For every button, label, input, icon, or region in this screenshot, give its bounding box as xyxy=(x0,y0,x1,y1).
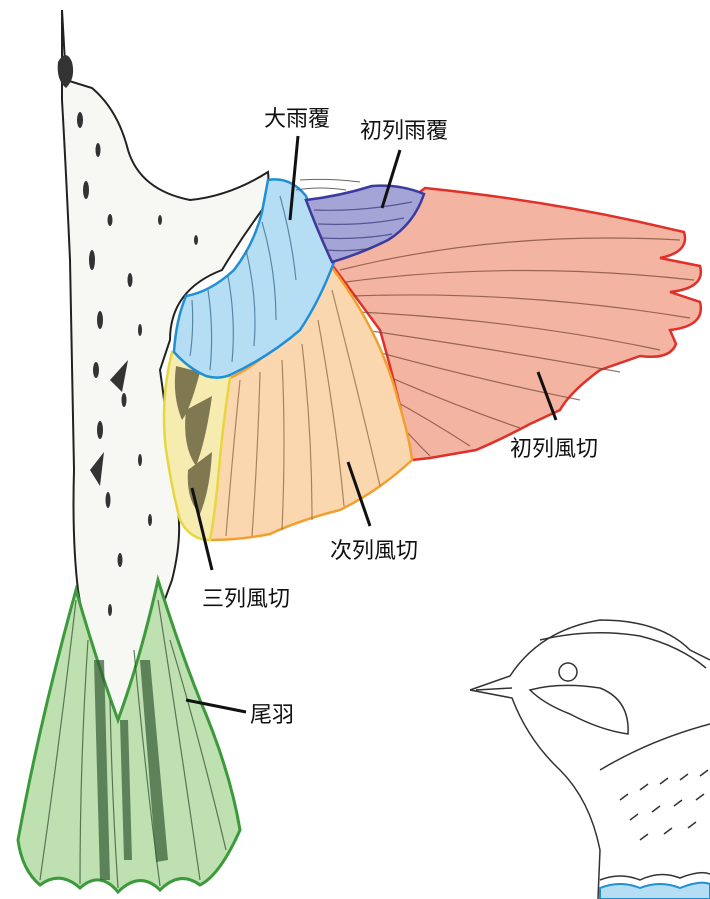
label-greater-coverts: 大雨覆 xyxy=(264,107,330,132)
sketch-blue-covert-edge xyxy=(600,883,710,899)
label-tail: 尾羽 xyxy=(250,703,294,728)
sketch-head-outline xyxy=(470,620,710,899)
sketch-eye xyxy=(559,663,577,681)
label-secondaries: 次列風切 xyxy=(330,539,418,564)
sketch-cheek-patch xyxy=(530,685,628,734)
label-primary-coverts: 初列雨覆 xyxy=(360,119,448,144)
shoulder-lines xyxy=(296,179,360,190)
sketch-neck-line xyxy=(600,724,710,770)
sketch-crown-stripe xyxy=(540,633,706,668)
sketch-breast-marks xyxy=(620,770,708,840)
sketch-beak-line xyxy=(476,688,512,690)
bird-head-sketch xyxy=(470,620,710,899)
label-tertials: 三列風切 xyxy=(202,587,290,612)
label-primaries: 初列風切 xyxy=(510,437,598,462)
sketch-wing-edge xyxy=(600,873,710,880)
